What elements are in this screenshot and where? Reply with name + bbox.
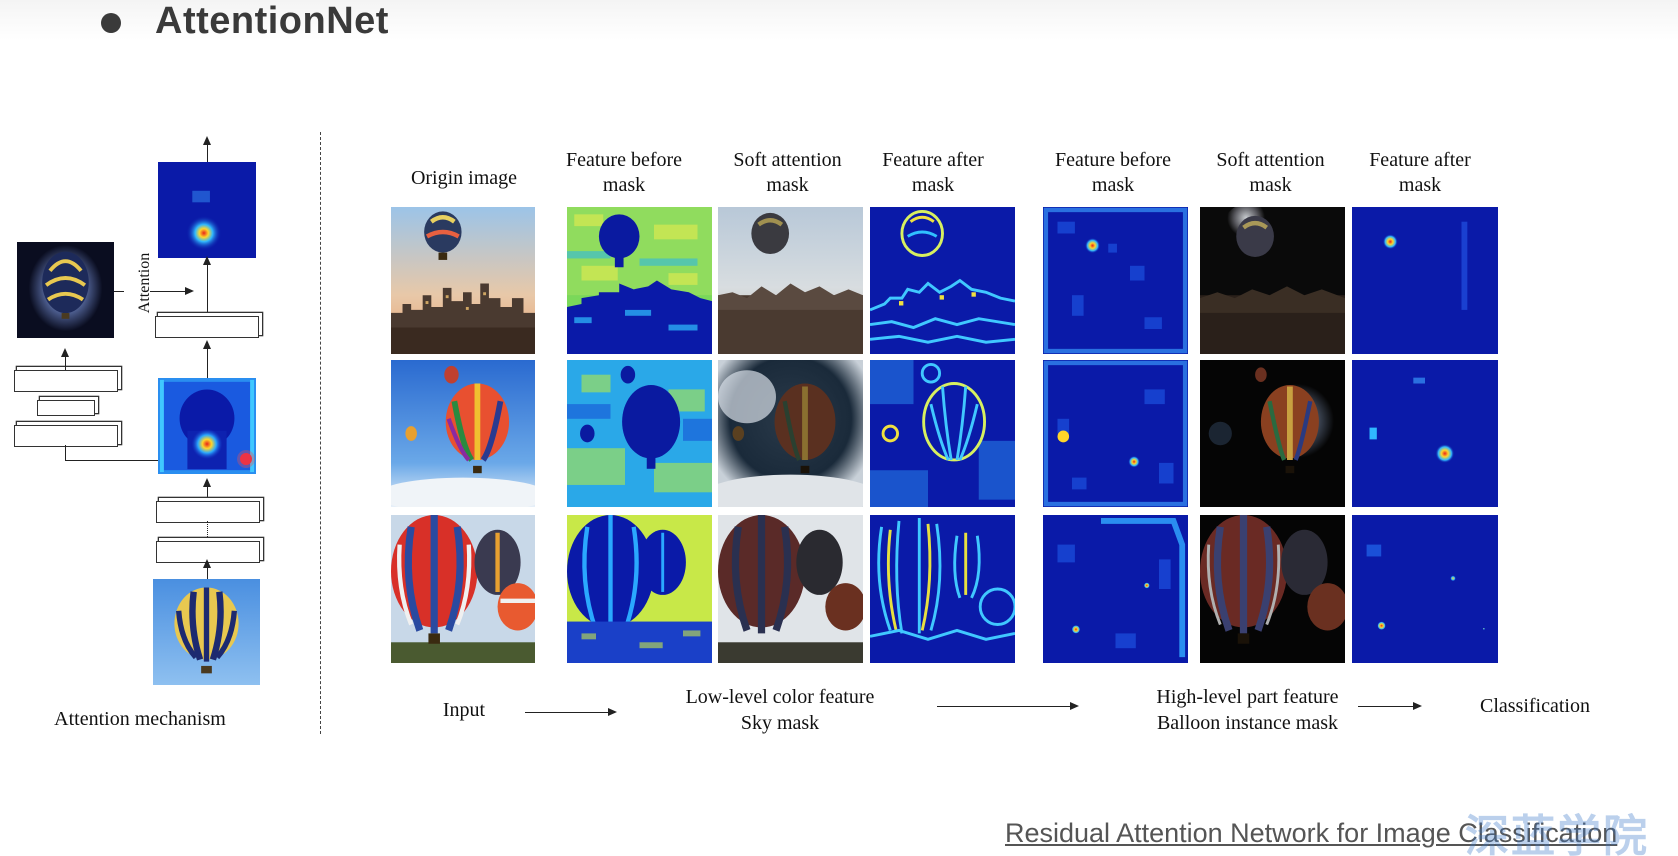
- row1-high-feature-after: [1352, 207, 1498, 354]
- flow-high-level-line2: Balloon instance mask: [1156, 712, 1339, 734]
- row1-high-soft-mask: [1200, 207, 1345, 354]
- row3-high-soft-mask: [1200, 515, 1345, 663]
- attention-connector: [114, 291, 124, 292]
- output-arrow: [203, 136, 211, 162]
- trunk-block-upper: [155, 316, 259, 338]
- flow-low-level-line1: Low-level color feature: [685, 686, 875, 708]
- mask-branch-feed: [65, 460, 158, 461]
- row3-high-feature-before: [1043, 515, 1188, 663]
- mask-branch-block-bottom: [14, 425, 118, 447]
- input-balloon-image: [153, 579, 260, 685]
- arrow-to-upper-block: [203, 340, 211, 378]
- row2-low-feature-before: [567, 360, 712, 507]
- header-low-feature-after: Feature after mask: [882, 149, 984, 196]
- row3-high-feature-after: [1352, 515, 1498, 663]
- header-origin-image: Origin image: [410, 167, 518, 189]
- trunk-dotted-link: [207, 521, 208, 539]
- flow-low-level-line2: Sky mask: [740, 712, 820, 734]
- row3-low-feature-after: [870, 515, 1015, 663]
- brand-watermark: 深蓝学院: [1465, 811, 1649, 856]
- row3-low-soft-mask: [718, 515, 863, 663]
- trunk-block-1: [156, 501, 260, 523]
- row1-high-feature-before: [1043, 207, 1188, 354]
- slide-title: AttentionNet: [155, 0, 389, 42]
- flow-arrow-1: [525, 708, 617, 716]
- row2-high-feature-before: [1043, 360, 1188, 507]
- attention-arrow: [150, 287, 194, 295]
- row3-origin-image: [391, 515, 535, 663]
- header-high-soft-mask: Soft attention mask: [1216, 149, 1325, 196]
- attention-mechanism-diagram: Attention: [0, 0, 320, 760]
- mask-branch-link: [65, 445, 66, 461]
- header-high-feature-before: Feature before mask: [1054, 149, 1172, 196]
- row1-low-soft-mask: [718, 207, 863, 354]
- attention-label: Attention: [136, 252, 153, 314]
- arrow-from-input: [203, 559, 211, 579]
- paper-reference-link[interactable]: Residual Attention Network for Image Cla…: [1005, 818, 1618, 848]
- mask-branch-block-top: [14, 370, 118, 392]
- flow-arrow-2: [937, 702, 1079, 710]
- output-heatmap-image: [158, 162, 256, 258]
- header-low-feature-before: Feature before mask: [565, 149, 683, 196]
- arrow-to-mask: [203, 478, 211, 504]
- section-divider: [320, 132, 321, 734]
- row3-low-feature-before: [567, 515, 712, 663]
- attention-weighted-balloon-image: [17, 242, 114, 338]
- row2-high-feature-after: [1352, 360, 1498, 507]
- mask-branch-block-mid: [37, 400, 95, 416]
- flow-output-label: Classification: [1480, 695, 1590, 717]
- visualization-panel: Origin image Feature before mask Soft at…: [330, 0, 1678, 760]
- row1-low-feature-after: [870, 207, 1015, 354]
- mask-heatmap-image: [158, 378, 256, 474]
- cursor-indicator: [240, 453, 252, 465]
- row1-origin-image: [391, 207, 535, 354]
- title-bullet: [101, 13, 121, 33]
- arrow-to-output: [203, 256, 211, 315]
- row2-origin-image: [391, 360, 535, 507]
- flow-input-label: Input: [442, 699, 486, 721]
- header-low-soft-mask: Soft attention mask: [733, 149, 842, 196]
- mechanism-caption: Attention mechanism: [54, 708, 226, 730]
- row2-high-soft-mask: [1200, 360, 1345, 507]
- row2-low-soft-mask: [718, 360, 863, 507]
- mask-branch-arrow-up: [61, 348, 69, 370]
- row2-low-feature-after: [870, 360, 1015, 507]
- header-high-feature-after: Feature after mask: [1369, 149, 1471, 196]
- flow-high-level-line1: High-level part feature: [1156, 686, 1339, 708]
- row1-low-feature-before: [567, 207, 712, 354]
- flow-arrow-3: [1358, 702, 1422, 710]
